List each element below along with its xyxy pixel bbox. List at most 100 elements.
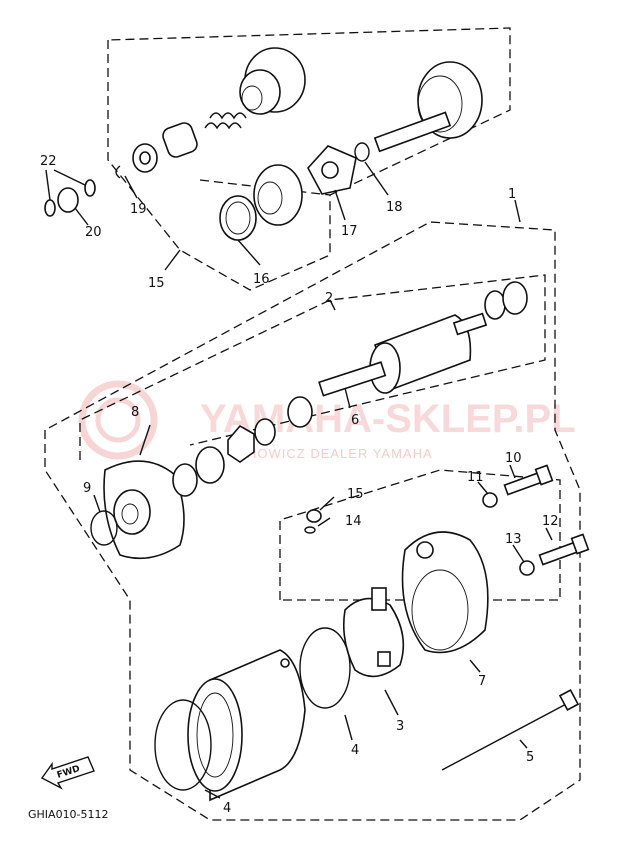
circlip-part-19 (354, 142, 370, 162)
watermark: YAMAHA-SKLEP.PL ICHOWICZ DEALER YAMAHA (78, 380, 576, 461)
front-cover-boss (113, 489, 151, 535)
oring-part-9 (90, 510, 118, 546)
leader-12 (545, 527, 553, 541)
leader-15 (319, 496, 335, 511)
callout-20: 19 (130, 202, 147, 217)
washer-arm-a (484, 290, 506, 320)
washer-arm-b (502, 281, 528, 315)
gear-bore (257, 181, 283, 215)
washer-part-22 (44, 199, 56, 217)
gasket-part-4b (154, 699, 212, 791)
leader-4a (344, 714, 353, 741)
callout-19: 18 (386, 200, 403, 215)
bearing-part-8 (172, 463, 198, 497)
callout-10: 10 (505, 451, 522, 466)
washer-arm-c (287, 396, 313, 428)
gear-part (253, 164, 303, 226)
leader-2 (329, 299, 336, 311)
callout-4b: 4 (223, 801, 231, 816)
callout-8: 8 (131, 405, 139, 420)
leader-3 (384, 689, 399, 716)
bolt-head-12 (570, 533, 590, 555)
leader-11 (477, 481, 489, 495)
leader-22b (53, 169, 86, 186)
washer-part-13 (519, 560, 535, 576)
outline-armature-group (79, 274, 546, 460)
through-bolt-head (558, 689, 580, 711)
callout-9: 9 (83, 481, 91, 496)
pinion-bore (241, 85, 263, 111)
callout-16: 15 (148, 276, 165, 291)
leader-7 (469, 659, 481, 673)
callout-6: 6 (351, 413, 359, 428)
leader-8 (139, 424, 151, 456)
fwd-arrow: FWD (40, 756, 95, 790)
bearing-inner-17 (225, 201, 251, 235)
spring-part (204, 122, 242, 130)
nut-part-15 (306, 509, 322, 523)
callout-labels: 22 20 19 15 16 17 18 1 2 6 8 9 10 11 12 … (40, 154, 559, 816)
watermark-dealer: ICHOWICZ DEALER YAMAHA (232, 446, 433, 461)
washer-arm-e (195, 446, 225, 484)
leader-20 (124, 175, 138, 199)
washer-hole (139, 151, 151, 165)
leader-6 (344, 387, 351, 409)
leader-5 (519, 739, 528, 749)
armature-shaft (318, 361, 387, 397)
leader-13 (512, 544, 525, 563)
clutch-drum-inner (417, 75, 463, 133)
callout-3: 3 (396, 719, 404, 734)
leader-22a (45, 169, 51, 201)
brush-plate-washer (227, 424, 255, 463)
spring-part-b (209, 112, 247, 120)
callout-7: 7 (478, 674, 486, 689)
yoke-terminal (280, 658, 290, 668)
rear-cover-part-7 (401, 531, 489, 654)
front-cover-bore (121, 503, 139, 525)
rear-cover-lug (416, 541, 434, 559)
armature-commutator (452, 312, 488, 336)
callout-21: 20 (85, 225, 102, 240)
outline-starter-group (44, 221, 581, 821)
leader-9 (93, 494, 101, 513)
leader-10 (509, 464, 516, 479)
bracket-hub-18 (321, 161, 339, 179)
callout-17: 16 (253, 272, 270, 287)
callout-22: 22 (40, 154, 57, 169)
callout-5: 5 (526, 750, 534, 765)
brush-terminal (371, 587, 387, 611)
bolt-head-10 (534, 464, 554, 486)
rear-cover-rim (411, 569, 469, 651)
yoke-inner (196, 692, 234, 778)
callout-18: 17 (341, 224, 358, 239)
washer-part-14 (304, 526, 316, 534)
leader-1 (514, 199, 521, 223)
leader-lines (45, 161, 553, 799)
leader-17 (237, 239, 261, 266)
leader-19 (364, 161, 389, 196)
callout-12: 12 (542, 514, 559, 529)
leader-16 (164, 249, 181, 271)
through-bolt-part-5 (441, 701, 571, 771)
bushing-part (162, 122, 198, 158)
leader-4b (204, 789, 221, 799)
brush-unit (377, 651, 391, 667)
washer-arm-d (254, 418, 276, 446)
washer-part-22b (84, 179, 96, 197)
leader-18 (334, 189, 346, 221)
watermark-logo (78, 380, 158, 460)
outline-endcover-group (279, 469, 561, 601)
spring-part-21 (57, 187, 79, 213)
clutch-shaft-part (373, 111, 452, 153)
drawing-code: GHIA010-5112 (28, 808, 109, 821)
leader-21 (74, 207, 89, 226)
yoke-front (187, 678, 243, 792)
callout-13: 13 (505, 532, 522, 547)
circlip-part-20 (115, 165, 121, 179)
washer-part-11 (482, 492, 498, 508)
bearing-part-17 (219, 195, 257, 241)
outline-clutch-inner (199, 179, 331, 196)
part-drawings (44, 47, 590, 802)
